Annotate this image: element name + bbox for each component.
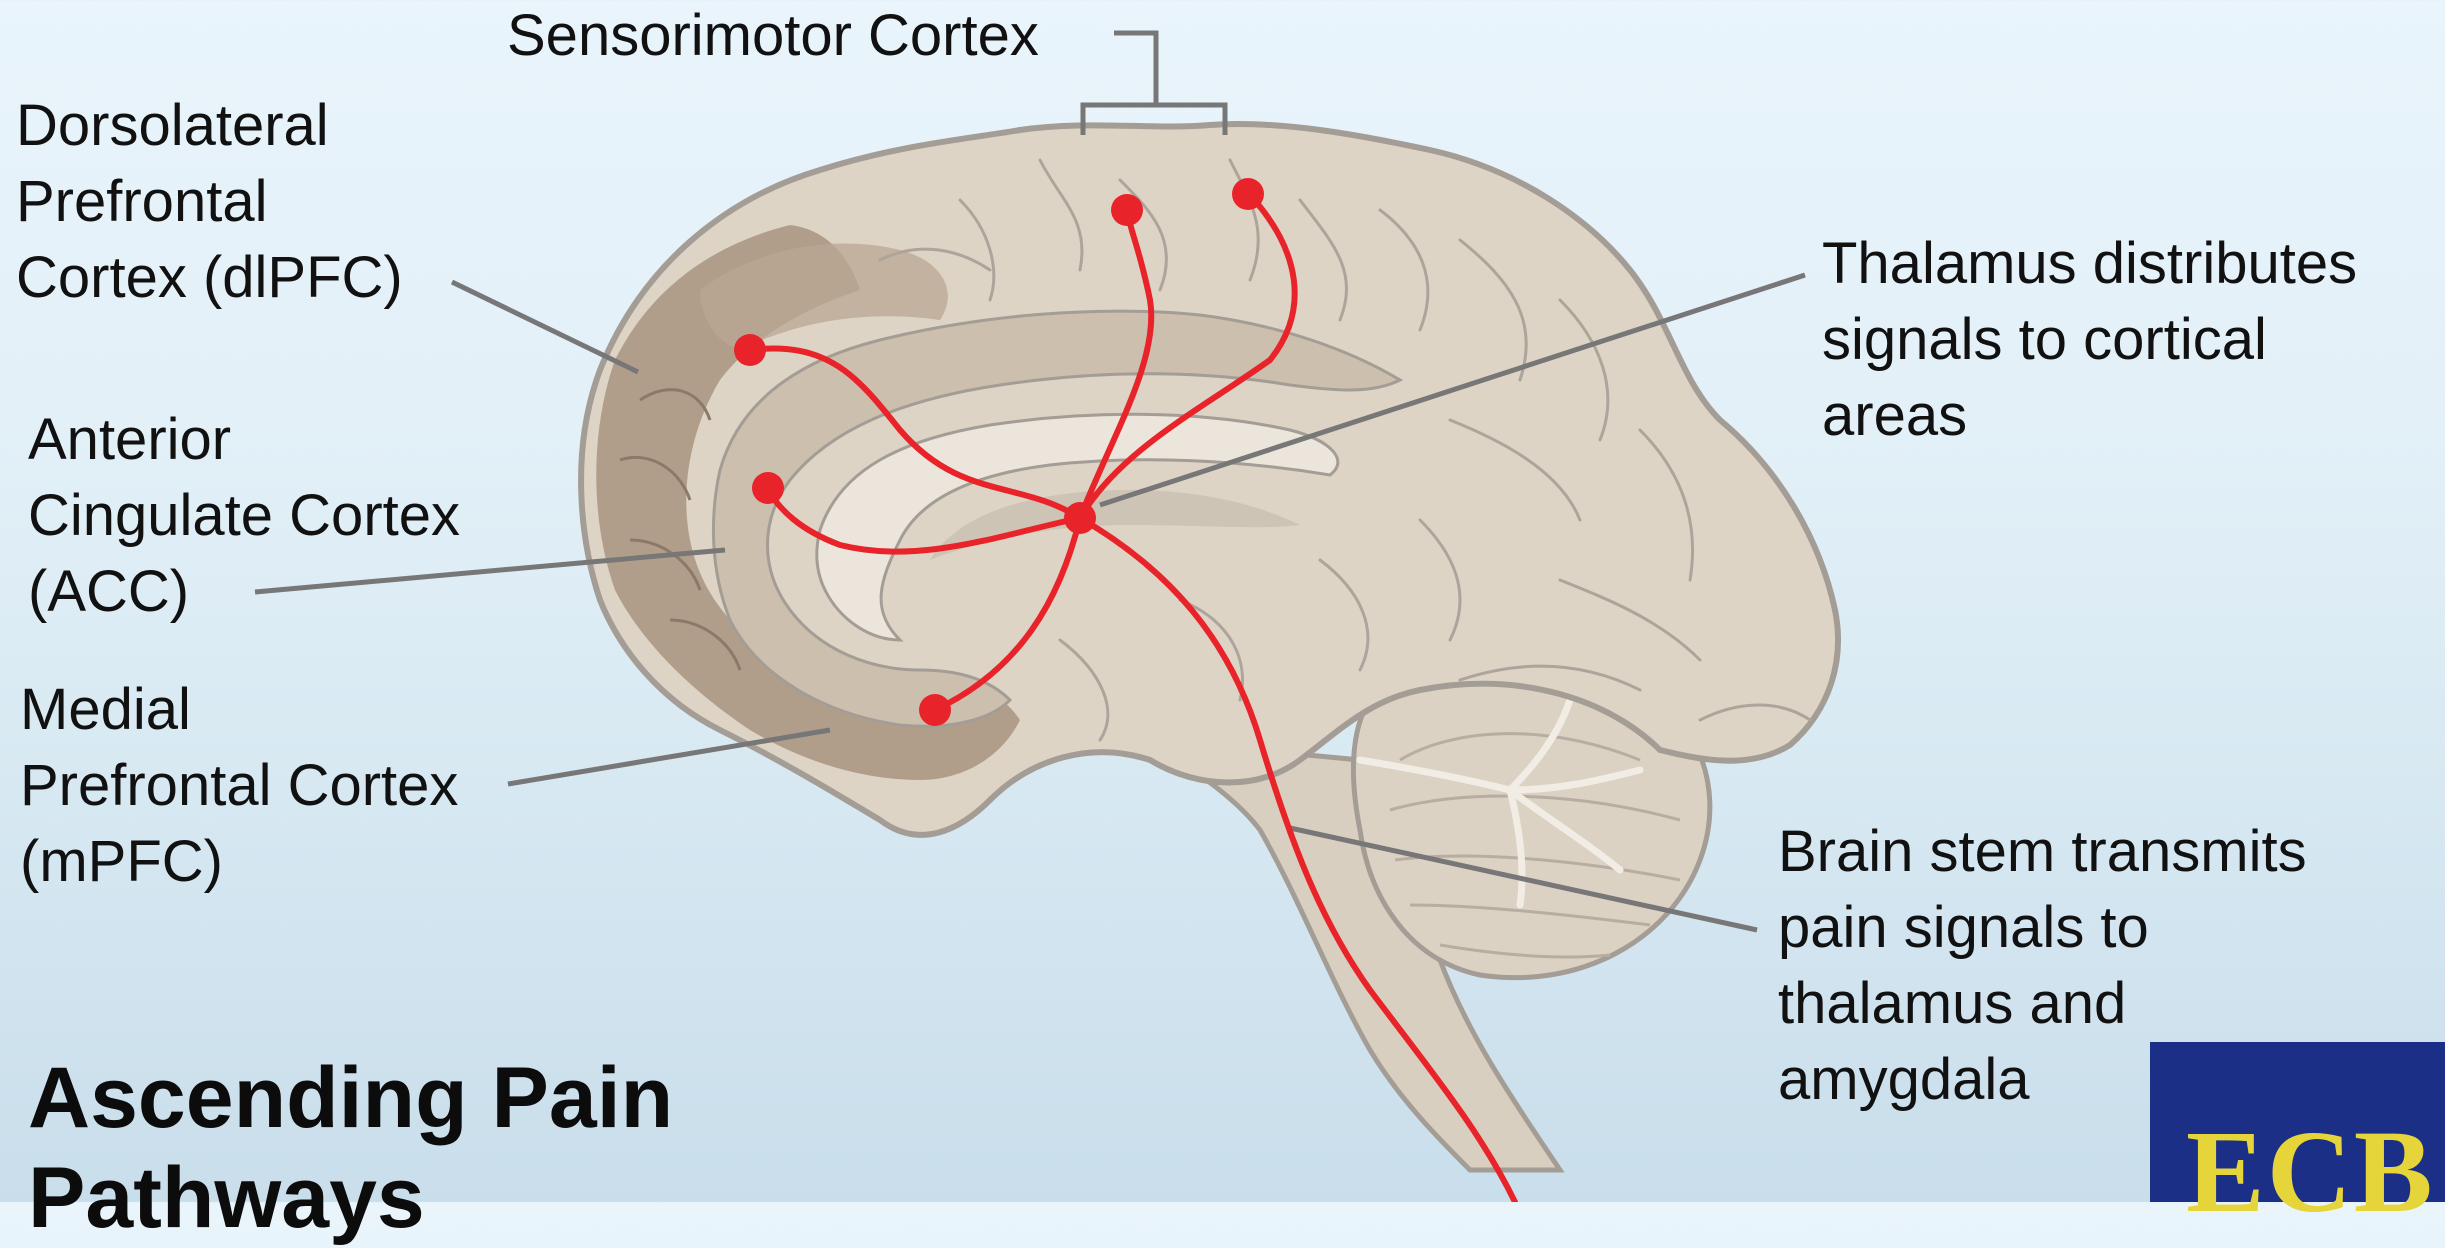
thalamus-label: Thalamus distributes signals to cortical…: [1822, 226, 2357, 454]
mpfc-node: [919, 694, 951, 726]
sensorimotor-bracket: [1083, 33, 1225, 135]
diagram-title: Ascending Pain Pathways: [28, 1048, 673, 1248]
acc-node: [752, 472, 784, 504]
dlpfc-node: [734, 334, 766, 366]
dlpfc-leader: [452, 282, 638, 372]
sensorimotor-node-2: [1232, 178, 1264, 210]
logo-text: ECB: [2186, 1104, 2435, 1240]
diagram-canvas: Sensorimotor Cortex Dorsolateral Prefron…: [0, 0, 2445, 1202]
sensorimotor-cortex-label: Sensorimotor Cortex: [507, 0, 1039, 74]
mpfc-label: Medial Prefrontal Cortex (mPFC): [20, 672, 458, 900]
acc-label: Anterior Cingulate Cortex (ACC): [28, 402, 460, 630]
dlpfc-label: Dorsolateral Prefrontal Cortex (dlPFC): [16, 88, 403, 316]
sensorimotor-node-1: [1111, 194, 1143, 226]
ecb-logo: ECB: [2150, 1042, 2445, 1202]
thalamus-node: [1064, 502, 1096, 534]
